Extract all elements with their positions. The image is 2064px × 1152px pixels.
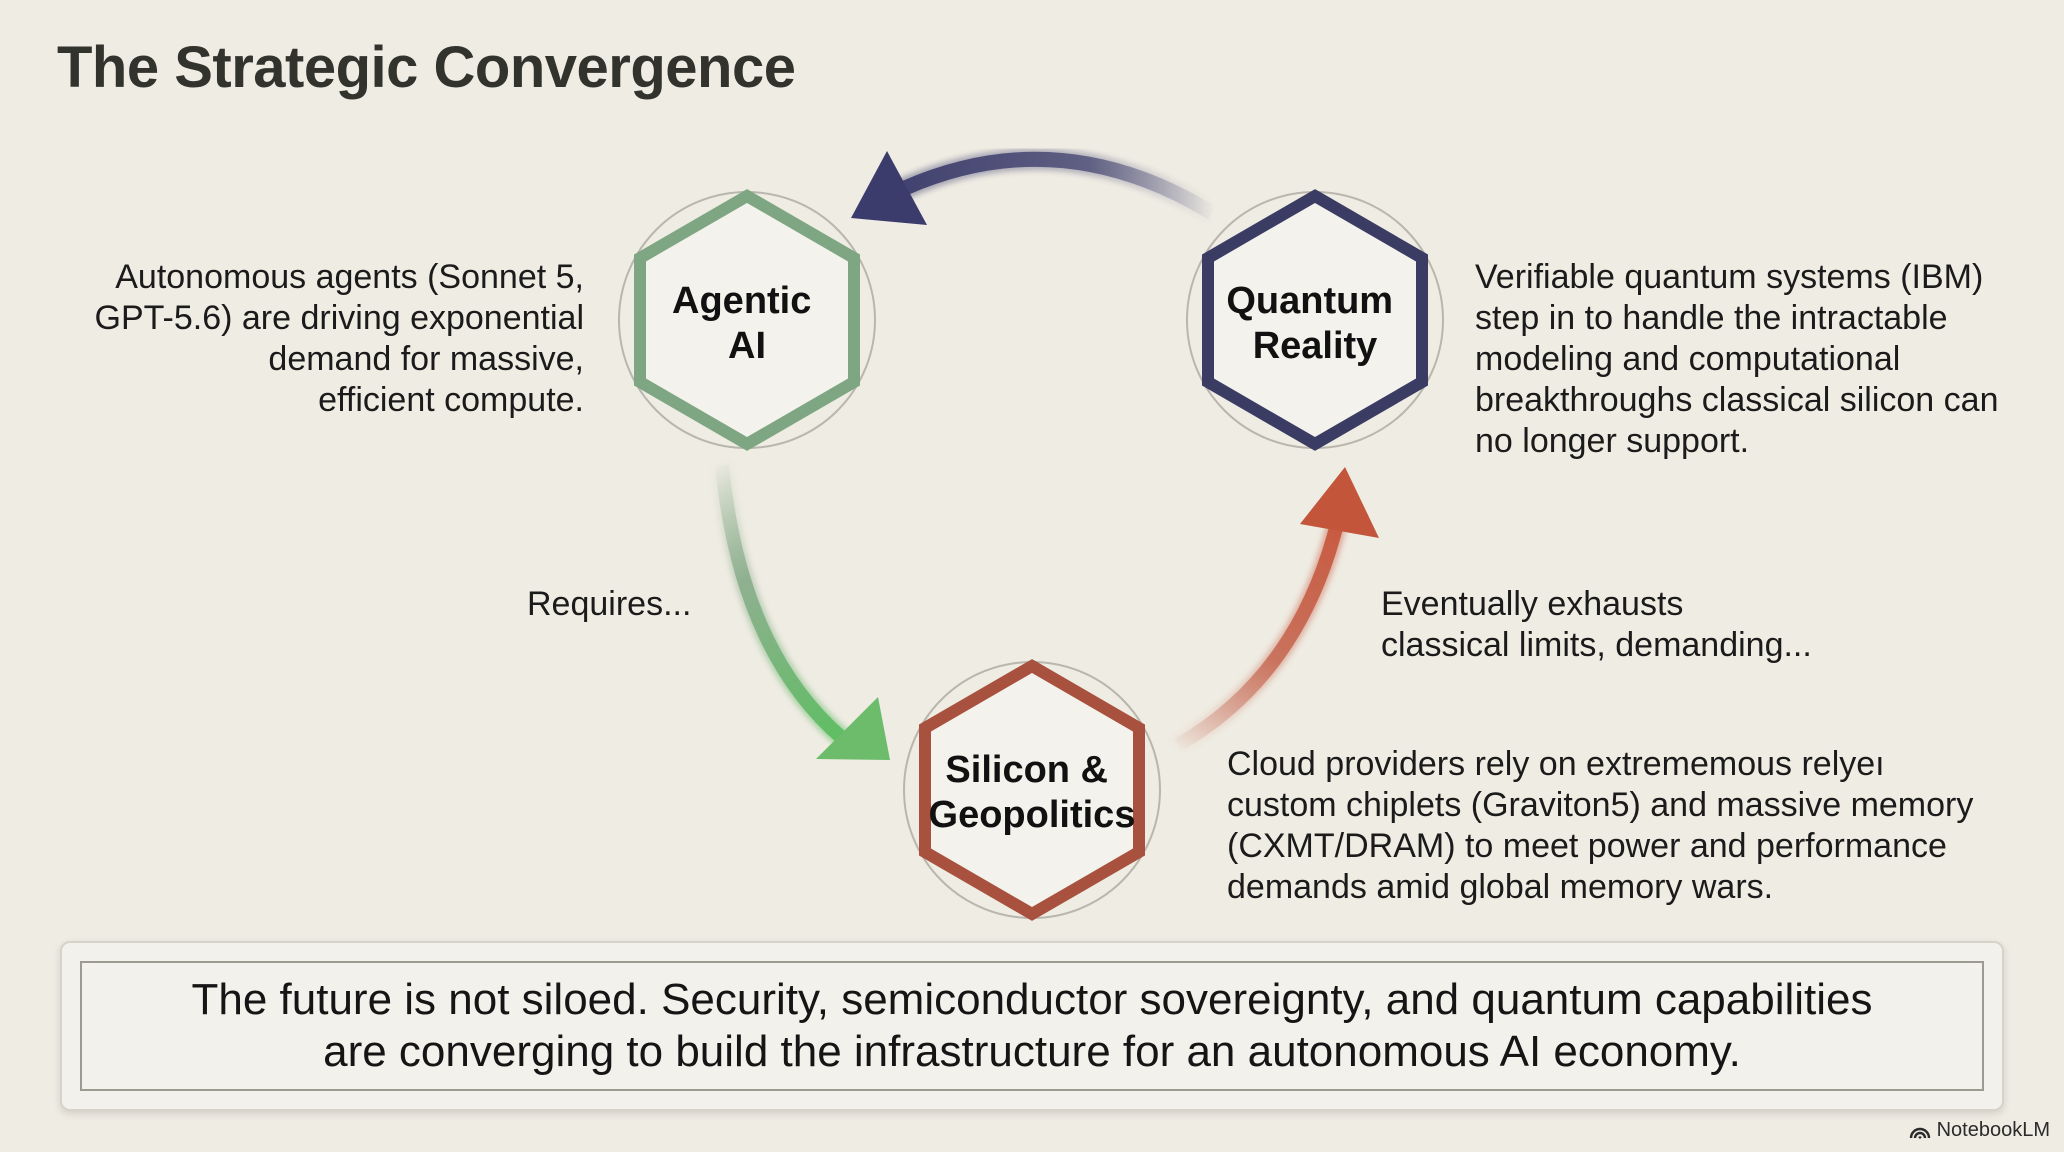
silicon-geopolitics-description-line: custom chiplets (Graviton5) and massive …	[1227, 786, 1974, 824]
summary-line: The future is not siloed. Security, semi…	[191, 975, 1873, 1024]
watermark-text: NotebookLM	[1936, 1119, 2050, 1141]
arrow-agentic-to-silicon	[712, 455, 890, 760]
silicon-geopolitics-description-line: demands amid global memory wars.	[1227, 868, 1774, 906]
quantum-reality-label-line-1: Quantum	[1226, 280, 1393, 322]
silicon-geopolitics-label-line-2: Geopolitics	[929, 794, 1136, 836]
page-title: The Strategic Convergence	[57, 35, 796, 100]
agentic-ai-description-line: Autonomous agents (Sonnet 5,	[115, 258, 584, 296]
quantum-reality-description: Verifiable quantum systems (IBM) step in…	[1475, 257, 1998, 462]
agentic-ai-description-line: demand for massive,	[268, 340, 584, 378]
quantum-reality-description-line: breakthroughs classical silicon can	[1475, 381, 1999, 419]
arrow-silicon-to-quantum	[1168, 467, 1379, 755]
agentic-ai-label-line-1: Agentic	[672, 280, 811, 322]
quantum-reality-description-line: Verifiable quantum systems (IBM)	[1475, 258, 1984, 296]
quantum-reality-description-line: no longer support.	[1475, 422, 1750, 460]
node-agentic-ai: Agentic AI	[618, 189, 876, 451]
flow-label-exhausts: Eventually exhausts classical limits, de…	[1381, 584, 1812, 666]
node-quantum-reality: Quantum Reality	[1186, 189, 1444, 451]
svg-text:Silicon & Geopolitics: Silicon & Geopolitics	[929, 749, 1136, 836]
summary-line: are converging to build the infrastructu…	[323, 1027, 1741, 1076]
notebooklm-logo-icon	[1909, 1127, 1930, 1139]
quantum-reality-description-line: modeling and computational	[1475, 340, 1901, 378]
node-silicon-geopolitics: Silicon & Geopolitics	[903, 659, 1161, 921]
arrow-quantum-to-agentic	[851, 148, 1223, 225]
flow-label-requires: Requires...	[527, 584, 691, 625]
svg-text:Agentic AI: Agentic AI	[672, 280, 822, 367]
svg-text:Quantum Reality: Quantum Reality	[1226, 280, 1403, 367]
flow-label-exhausts-line: classical limits, demanding...	[1381, 626, 1812, 664]
quantum-reality-label-line-2: Reality	[1253, 325, 1378, 367]
notebooklm-watermark: NotebookLM	[1909, 1119, 2050, 1142]
silicon-geopolitics-description-line: Cloud providers rely on extrememous rely…	[1227, 745, 1885, 783]
summary-callout: The future is not siloed. Security, semi…	[60, 941, 2004, 1111]
agentic-ai-label-line-2: AI	[728, 325, 766, 367]
silicon-geopolitics-description: Cloud providers rely on extrememous rely…	[1227, 744, 1973, 908]
silicon-geopolitics-label-line-1: Silicon &	[945, 749, 1108, 791]
summary-callout-inner-frame: The future is not siloed. Security, semi…	[80, 961, 1984, 1091]
silicon-geopolitics-hexagon	[919, 659, 1145, 921]
quantum-reality-hexagon	[1202, 189, 1428, 451]
agentic-ai-hexagon	[634, 189, 860, 451]
flow-label-requires-line: Requires...	[527, 585, 692, 623]
agentic-ai-description-line: efficient compute.	[318, 381, 584, 419]
flow-label-exhausts-line: Eventually exhausts	[1381, 585, 1684, 623]
agentic-ai-description: Autonomous agents (Sonnet 5, GPT-5.6) ar…	[95, 257, 584, 421]
silicon-geopolitics-description-line: (CXMT/DRAM) to meet power and performanc…	[1227, 827, 1947, 865]
agentic-ai-description-line: GPT-5.6) are driving exponential	[94, 299, 584, 337]
quantum-reality-description-line: step in to handle the intractable	[1475, 299, 1948, 337]
